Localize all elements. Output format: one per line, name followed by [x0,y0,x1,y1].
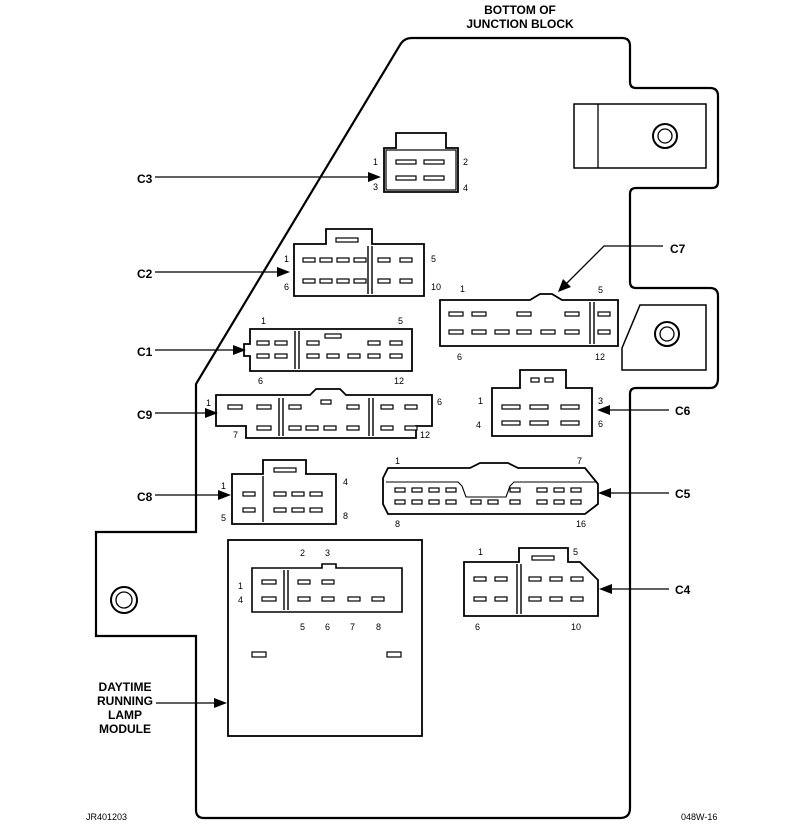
junction-block-outline [94,36,720,820]
c2-pin-1: 1 [284,254,289,264]
c2-pin-5: 5 [431,254,436,264]
drl-label-line-2: RUNNING [97,694,153,708]
c1-pin-12: 12 [394,376,404,386]
drl-pin-3: 3 [325,548,330,558]
footer-left-code: JR401203 [86,812,127,822]
connector-c5: C5 1 7 8 16 [382,456,691,529]
left-mounting-hole [110,586,138,614]
c5-pin-16: 16 [576,519,586,529]
arrow-c2 [277,267,290,277]
drl-pin-2: 2 [300,548,305,558]
c7-pin-1: 1 [460,284,465,294]
c4-pin-5: 5 [573,547,578,557]
c9-pin-7: 7 [233,430,238,440]
connector-c7: C7 1 5 6 12 [439,242,686,362]
arrow-c9 [205,408,218,418]
arrow-c7 [558,279,571,292]
c8-pin-1: 1 [221,481,226,491]
c5-pin-8: 8 [395,519,400,529]
footer-right-code: 048W-16 [681,812,717,822]
drl-pin-5: 5 [300,622,305,632]
c1-pin-5: 5 [398,316,403,326]
label-c2: C2 [137,267,153,281]
c6-pin-3: 3 [598,396,603,406]
title-line-1: BOTTOM OF [484,3,556,17]
label-c3: C3 [137,172,153,186]
c5-pin-1: 1 [395,456,400,466]
drl-module-body [227,539,423,737]
label-c8: C8 [137,490,153,504]
c9-pin-1: 1 [206,398,211,408]
connector-c2: C2 1 6 5 10 [137,228,441,297]
drl-pin-7: 7 [350,622,355,632]
c9-pin-6: 6 [437,397,442,407]
c3-pin-3: 3 [373,182,378,192]
c9-pin-12: 12 [420,430,430,440]
c7-pin-6: 6 [457,352,462,362]
drl-pin-1: 1 [238,581,243,591]
c6-pin-6: 6 [598,419,603,429]
connector-c6: C6 1 4 3 6 [476,369,691,437]
label-c4: C4 [675,583,691,597]
arrow-drl-module [214,698,227,708]
title-line-2: JUNCTION BLOCK [466,17,574,31]
drl-module: 2 3 1 4 5 6 7 8 DAYTIME RUNNING LAMP MOD… [97,539,423,737]
c1-pin-1: 1 [261,316,266,326]
c8-pin-4: 4 [343,477,348,487]
c5-pin-7: 7 [577,456,582,466]
connector-c8: C8 1 5 4 8 [137,459,348,525]
label-c9: C9 [137,408,153,422]
c3-pin-1: 1 [373,157,378,167]
label-c6: C6 [675,404,691,418]
c2-pin-6: 6 [284,282,289,292]
arrow-c8 [218,490,231,500]
c6-pin-4: 4 [476,420,481,430]
arrow-c4 [599,584,612,594]
drl-pin-6: 6 [325,622,330,632]
connector-c3: C3 1 3 2 4 [137,132,468,193]
label-c7: C7 [670,242,686,256]
c8-pin-5: 5 [221,513,226,523]
arrow-c3 [368,172,381,182]
c1-pin-6: 6 [258,376,263,386]
arrow-c6 [597,405,610,415]
c7-pin-5: 5 [598,285,603,295]
drl-label-line-1: DAYTIME [99,680,152,694]
connector-c4: C4 1 5 6 10 [463,547,691,632]
right-mounting-tab [621,304,707,371]
arrow-c1 [233,345,246,355]
drl-label-line-4: MODULE [99,722,151,736]
c2-pin-10: 10 [431,282,441,292]
connector-c9: C9 1 7 6 12 [137,388,442,440]
c4-pin-10: 10 [571,622,581,632]
c8-pin-8: 8 [343,511,348,521]
connector-c1: C1 1 5 6 12 [137,316,413,386]
c7-pin-12: 12 [595,352,605,362]
c3-pin-2: 2 [463,157,468,167]
drl-pin-4: 4 [238,595,243,605]
arrow-c5 [598,488,611,498]
c4-pin-1: 1 [478,547,483,557]
label-c1: C1 [137,345,153,359]
upper-mounting-tab [573,103,707,169]
drl-pin-8: 8 [376,622,381,632]
c3-pin-4: 4 [463,183,468,193]
c4-pin-6: 6 [475,622,480,632]
label-c5: C5 [675,487,691,501]
c6-pin-1: 1 [478,396,483,406]
drl-label-line-3: LAMP [108,708,142,722]
